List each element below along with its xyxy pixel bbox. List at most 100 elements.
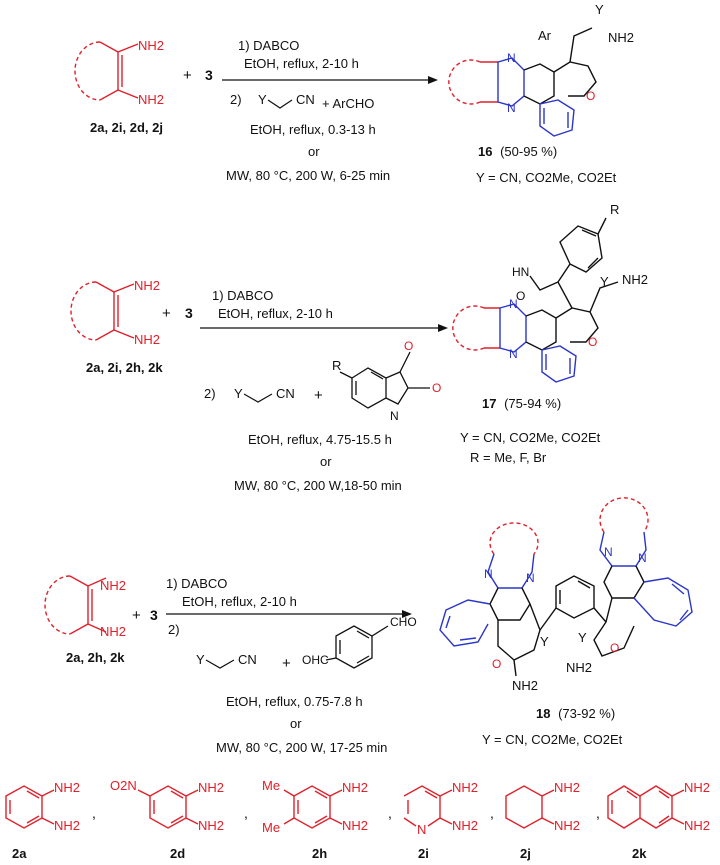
product-caption: 16 (50-95 %) [478,144,557,159]
diamine-legend: NH2 NH2 2a , O2N NH2 NH2 2d , Me Me NH2 … [5,778,710,861]
pyran-ring [555,307,599,343]
diamine-label-2k: 2k [632,846,647,861]
o-atom: O [586,89,595,103]
y-definition: Y = CN, CO2Me, CO2Et [476,170,617,185]
isatin-structure [339,351,430,409]
step1-label: 1) DABCO [212,288,273,303]
reagent-3: 3 [185,305,193,321]
y-label: Y [595,2,604,17]
cn-label: CN [238,652,257,667]
product-yield: (73-92 %) [558,706,615,721]
red-fused-ring [599,497,649,533]
product-18-structure [439,497,693,677]
comma: , [92,805,96,821]
n-atom: N [484,567,493,581]
n-atom: N [604,545,613,559]
product-yield: (50-95 %) [500,144,557,159]
nh2-label: NH2 [452,780,478,795]
step1-conditions: EtOH, reflux, 2-10 h [244,56,359,71]
or-label: or [320,454,332,469]
central-phenyl [555,575,595,619]
pyran-ring [497,603,541,661]
arrow-head [428,76,438,84]
reaction-3: NH2 NH2 2a, 2h, 2k + 3 1) DABCO EtOH, re… [44,497,693,755]
nh2-label: NH2 [452,818,478,833]
y-label: Y [234,386,243,401]
nh2-label: NH2 [100,624,126,639]
o-atom: O [610,641,619,655]
plus-sign: + [282,655,291,672]
n-atom: N [507,101,516,115]
diamine-reactant-1 [74,41,139,101]
nh2-label: NH2 [566,660,592,675]
pyrazine-ring [499,303,527,353]
product-number: 16 [478,144,492,159]
arrow-head [438,324,448,332]
plus-sign: + [183,67,192,84]
diamine-2a [5,785,55,829]
benzo-ring [541,345,577,383]
benzo-ring [439,599,491,647]
methyl-label: Me [262,778,280,793]
reagent-3: 3 [205,67,213,83]
n-atom: N [507,51,516,65]
product-17-structure [452,217,619,383]
benzo-ring [633,577,693,627]
step2-label: 2) [230,92,242,107]
step1-conditions: EtOH, reflux, 2-10 h [218,306,333,321]
methyl-label: Me [262,820,280,835]
step2-label: 2) [168,622,180,637]
r-label: R [332,358,341,373]
diamine-label-2j: 2j [520,846,531,861]
o-atom: O [432,381,441,395]
r-definition: R = Me, F, Br [470,450,547,465]
o-atom: O [516,289,525,303]
nh2-label: NH2 [198,818,224,833]
conditions-1: EtOH, reflux, 0.75-7.8 h [226,694,363,709]
diamine-reactant-3 [44,575,107,635]
comma: , [490,805,494,821]
plus-sign: + [162,305,171,322]
nh2-label: NH2 [54,780,80,795]
diamine-label: 2a, 2i, 2d, 2j [90,120,163,135]
product-number: 17 [482,396,496,411]
or-label: or [290,716,302,731]
diamine-label-2d: 2d [170,846,185,861]
nh2-label: NH2 [608,30,634,45]
diamine-label-2a: 2a [12,846,27,861]
diamine-2d [137,785,199,829]
red-fused-ring [489,522,539,555]
reaction-1: NH2 NH2 2a, 2i, 2d, 2j + 3 1) DABCO EtOH… [74,2,634,185]
y-label: Y [196,652,205,667]
pyrazine-ring [497,57,525,107]
spiro-indolinone [529,225,603,309]
nitro-label: O2N [110,778,137,793]
y-definition: Y = CN, CO2Me, CO2Et [482,732,623,747]
product-number: 18 [536,706,550,721]
conditions-1: EtOH, reflux, 0.3-13 h [250,122,376,137]
nh-label: N [390,409,399,423]
diamine-reactant-2 [70,281,135,341]
nh2-label: NH2 [512,678,538,693]
red-fused-ring [452,305,485,351]
plus-sign: + [132,607,141,624]
nh2-label: NH2 [554,780,580,795]
comma: , [244,805,248,821]
conditions-2: MW, 80 °C, 200 W,18-50 min [234,478,402,493]
n-atom: N [526,571,535,585]
o-atom: O [492,657,501,671]
pyrazine-ring [599,531,647,567]
product-yield: (75-94 %) [504,396,561,411]
malononitrile-bond [267,99,293,109]
aldehyde-label: + ArCHO [322,96,374,111]
pyran-ring [553,61,597,97]
conditions-1: EtOH, reflux, 4.75-15.5 h [248,432,392,447]
arrow-head [402,610,412,618]
diamine-2k [607,785,685,829]
pyrazine-ring [487,553,535,589]
step1-conditions: EtOH, reflux, 2-10 h [182,594,297,609]
diamine-2j [505,785,555,829]
cho-label: CHO [390,615,417,629]
nh2-label: NH2 [554,818,580,833]
